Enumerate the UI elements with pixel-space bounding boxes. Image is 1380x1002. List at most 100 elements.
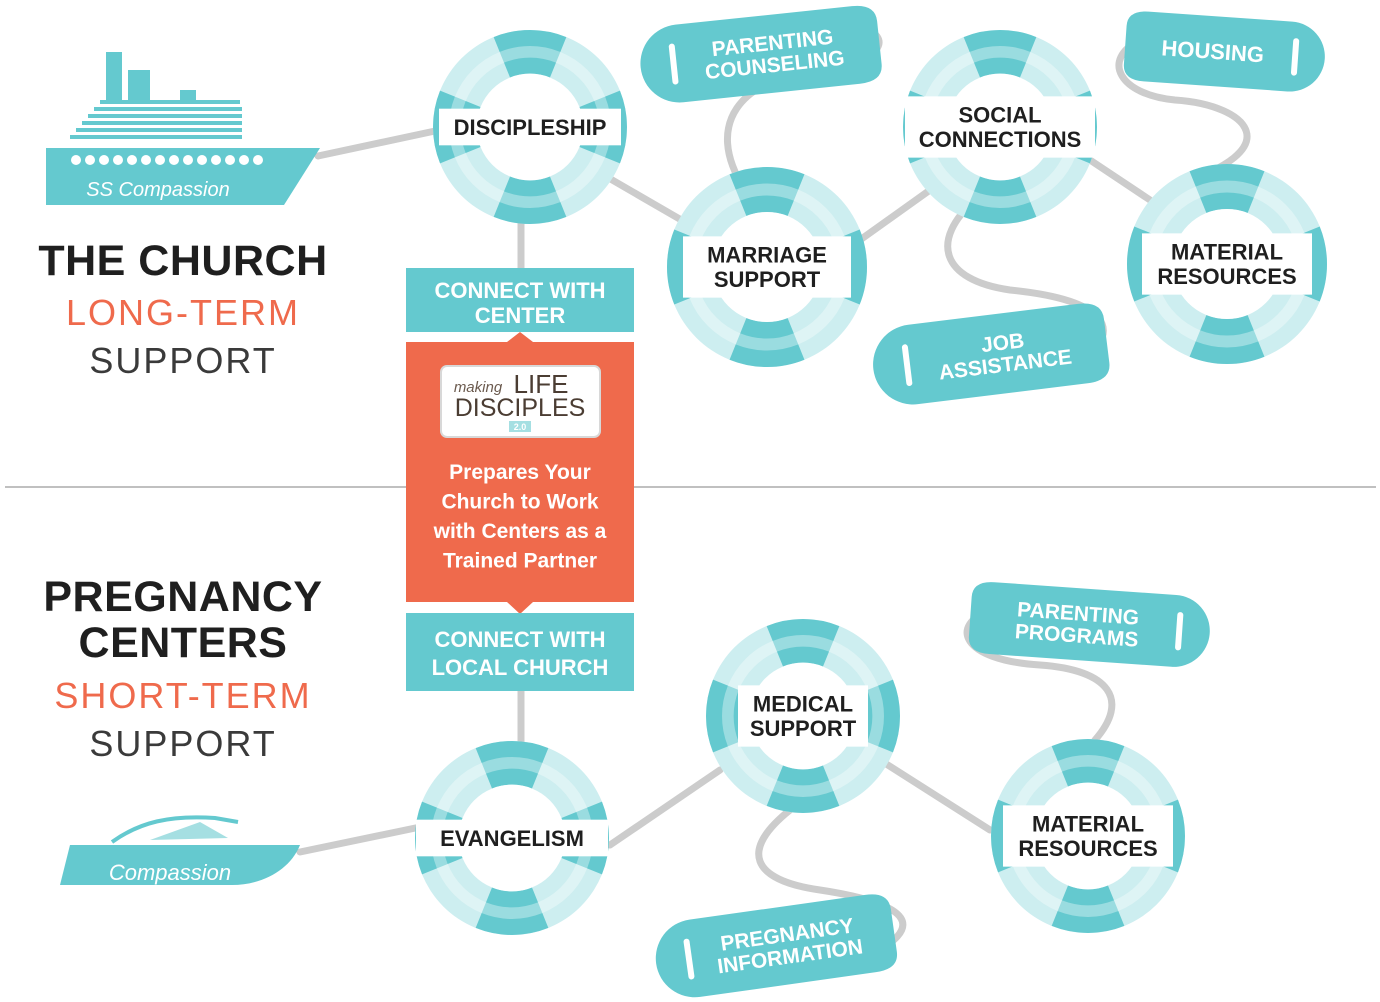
ring-stripe	[475, 741, 549, 789]
ring-stripe	[963, 176, 1037, 224]
church-heading: THE CHURCH LONG-TERM SUPPORT	[20, 238, 346, 382]
centers-term-label: SHORT-TERM	[54, 674, 312, 716]
connect-center-label: CENTER	[475, 303, 566, 328]
ship-funnel	[180, 90, 196, 100]
bridge-description-line: Prepares Your	[449, 461, 591, 484]
connect-center-label: CONNECT WITH	[434, 278, 605, 303]
cruise-ship-icon: SS Compassion	[46, 52, 320, 205]
ring-stripe	[475, 887, 549, 935]
ring-label: MATERIAL	[1032, 812, 1144, 837]
centers-heading: PREGNANCY CENTERS SHORT-TERM SUPPORT	[20, 574, 346, 765]
ring-label: DISCIPLESHIP	[454, 115, 607, 140]
ring-label: MARRIAGE	[707, 243, 827, 268]
boat-name: Compassion	[109, 860, 231, 885]
ring-stripe	[963, 30, 1037, 78]
bridge-description-line: Church to Work	[441, 491, 598, 514]
bridge-description-line: with Centers as a	[433, 520, 607, 543]
ring-label: RESOURCES	[1157, 264, 1296, 289]
church-title: THE CHURCH	[38, 237, 328, 285]
centers-support-label: SUPPORT	[89, 722, 277, 764]
ship-porthole	[169, 155, 179, 165]
ring-label-box	[738, 685, 868, 747]
connector-curve	[755, 806, 907, 959]
ring-sheen	[722, 635, 884, 797]
bridge-description-line: Trained Partner	[443, 550, 597, 573]
boat-hull	[60, 845, 300, 885]
ring-stripe	[493, 30, 567, 78]
ship-porthole	[127, 155, 137, 165]
tag-label: JOB	[980, 329, 1026, 357]
tag-slot	[901, 344, 913, 387]
ship-porthole	[211, 155, 221, 165]
ring-label: CONNECTIONS	[919, 127, 1082, 152]
connect-center-box	[406, 268, 634, 332]
ring-label-box	[416, 819, 608, 857]
ring-stripe	[493, 176, 567, 224]
ring-stripe	[1189, 314, 1265, 365]
speedboat-icon: Compassion	[60, 815, 300, 885]
church-support-label: SUPPORT	[89, 340, 277, 382]
ship-porthole	[113, 155, 123, 165]
ring-label-box	[1003, 805, 1173, 867]
ring-label: SUPPORT	[714, 267, 821, 292]
ship-deck	[100, 100, 240, 104]
ship-deck	[70, 135, 242, 139]
ring-label: MATERIAL	[1171, 240, 1283, 265]
ring-discipleship: DISCIPLESHIP	[433, 30, 627, 224]
tag-slot	[683, 938, 695, 980]
centers-title-line1: PREGNANCY	[43, 573, 323, 621]
tag-slot	[668, 43, 679, 85]
ship-deck	[94, 107, 242, 111]
ring-label: SOCIAL	[958, 103, 1041, 128]
tag-slot	[1290, 38, 1300, 76]
logo-life: LIFE	[514, 369, 569, 399]
tag-slot	[1175, 612, 1184, 651]
boat-cabin	[150, 822, 228, 840]
ship-deck	[88, 114, 242, 118]
ring-label-box	[439, 108, 621, 146]
ship-porthole	[155, 155, 165, 165]
ship-porthole	[71, 155, 81, 165]
tag-body	[655, 894, 898, 998]
ship-funnel	[128, 70, 150, 100]
connector-line	[296, 822, 429, 856]
connect-church-box	[406, 613, 634, 691]
ship-porthole	[183, 155, 193, 165]
ship-name: SS Compassion	[86, 179, 229, 201]
connector-line	[1086, 156, 1154, 204]
ring-stripe	[766, 765, 840, 813]
logo-making: making	[454, 379, 503, 396]
ring-label: EVANGELISM	[440, 826, 584, 851]
ship-porthole	[197, 155, 207, 165]
ship-porthole	[225, 155, 235, 165]
connector-curve	[1115, 36, 1251, 189]
logo-version: 2.0	[514, 422, 527, 432]
ring-stripe	[729, 167, 805, 217]
ship-porthole	[239, 155, 249, 165]
ship-porthole	[99, 155, 109, 165]
connector-curve	[963, 606, 1116, 744]
ring-evangelism: EVANGELISM	[415, 741, 609, 935]
ring-label: SUPPORT	[750, 716, 857, 741]
ring-stripe	[766, 619, 840, 667]
tag-body	[873, 303, 1110, 405]
ship-porthole	[253, 155, 263, 165]
tag-body	[968, 582, 1210, 667]
ship-porthole	[85, 155, 95, 165]
ship-deck	[82, 121, 242, 125]
connector-line	[606, 766, 724, 849]
ring-label: RESOURCES	[1018, 836, 1157, 861]
tag-body	[640, 5, 882, 103]
logo-version-badge	[509, 421, 531, 432]
